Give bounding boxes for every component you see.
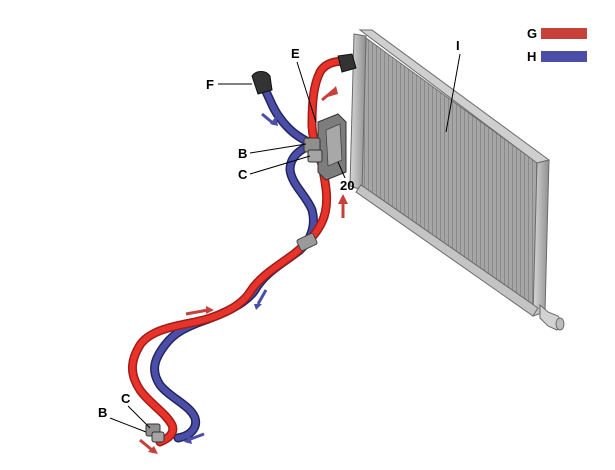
- callout-f: F: [206, 77, 214, 92]
- flow-arrow-hot-mid: [338, 194, 348, 204]
- hose-clamp-mid: [296, 232, 318, 252]
- callout-c-bottom: C: [121, 391, 131, 406]
- legend-h-label: H: [527, 49, 536, 64]
- callout-i: I: [456, 38, 460, 53]
- flow-arrows: [139, 86, 348, 454]
- radiator-outlet-fitting: [539, 303, 565, 331]
- radiator-core: [360, 37, 544, 309]
- callout-b-top: B: [238, 146, 247, 161]
- legend-g-swatch: [541, 28, 587, 39]
- callouts: E F I B C 20 C B: [98, 38, 461, 433]
- upper-cold-fitting-f: [251, 71, 273, 95]
- callout-e: E: [291, 46, 300, 61]
- radiator-bottom-rail: [355, 184, 539, 317]
- hot-line-body: [129, 58, 353, 445]
- legend-h-swatch: [541, 51, 587, 62]
- radiator: [349, 29, 565, 331]
- callout-20: 20: [340, 178, 354, 193]
- callout-b-bottom: B: [98, 405, 107, 420]
- upper-hot-fitting: [337, 53, 357, 73]
- quick-connector-top: [303, 137, 323, 163]
- legend-g-label: G: [527, 26, 537, 41]
- callout-c-top: C: [238, 167, 248, 182]
- hot-line: [128, 56, 355, 447]
- legend: G H: [527, 26, 587, 64]
- flow-arrow-hot-bottom: [148, 446, 158, 454]
- flow-arrow-hot-low: [206, 306, 214, 314]
- flow-arrow-cold-mid: [254, 304, 262, 310]
